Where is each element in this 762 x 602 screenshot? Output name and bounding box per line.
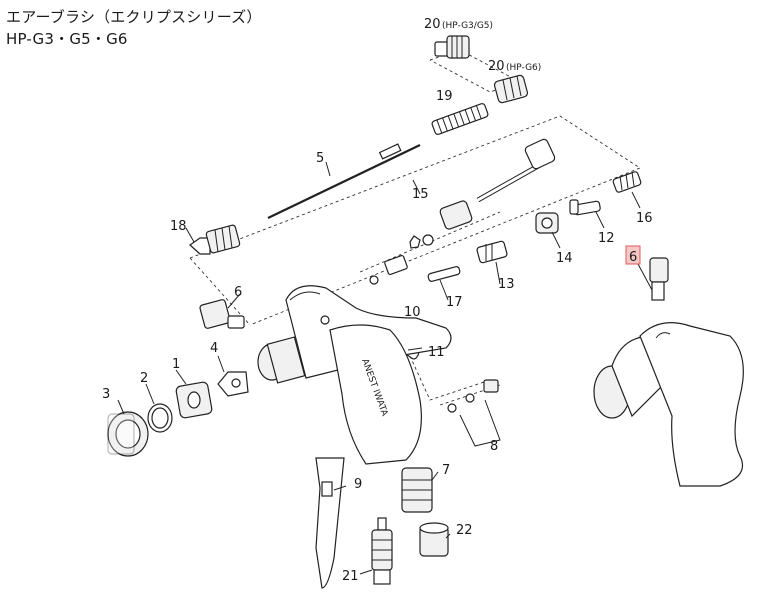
part-4-nozzle-seal — [217, 371, 249, 397]
part-15-needle-chucking-assembly — [369, 138, 556, 285]
callout-22: 22 — [456, 523, 473, 538]
callout-11: 11 — [428, 345, 445, 360]
part-6-fitting — [199, 299, 245, 329]
callout-1: 1 — [172, 357, 180, 372]
callout-17: 17 — [446, 295, 463, 310]
callout-18: 18 — [170, 219, 187, 234]
callout-4: 4 — [210, 341, 218, 356]
callout-20-a-note: (HP-G3/G5) — [442, 21, 493, 31]
part-7-connector — [401, 467, 433, 513]
part-18-nozzle — [189, 224, 241, 255]
callout-6: 6 — [234, 285, 242, 300]
callout-8: 8 — [490, 439, 498, 454]
part-19-spring — [431, 103, 489, 135]
callout-7: 7 — [442, 463, 450, 478]
part-13-air-valve — [476, 240, 508, 264]
part-9-trigger — [315, 457, 345, 589]
assembled-airbrush — [593, 257, 744, 487]
callout-20-a: 20 — [424, 17, 441, 32]
diagram-title: エアーブラシ（エクリプスシリーズ） — [6, 8, 262, 26]
part-16-spring — [612, 171, 642, 193]
callout-15: 15 — [412, 187, 429, 202]
callout-10: 10 — [404, 305, 421, 320]
part-1-nozzle-cap — [175, 381, 213, 419]
part-21-valve-screw — [371, 517, 393, 585]
callout-2: 2 — [140, 371, 148, 386]
callout-14: 14 — [556, 251, 573, 266]
part-8-adjuster-set — [447, 379, 501, 447]
model-subtitle: HP-G3・G5・G6 — [6, 30, 128, 48]
callouts: 20 (HP-G3/G5) 20 (HP-G6) 19 5 15 18 16 1… — [102, 17, 653, 584]
callout-16: 16 — [636, 211, 653, 226]
part-22-joint — [419, 522, 449, 557]
callout-6-highlight — [625, 245, 641, 265]
part-12-valve-rod — [569, 199, 601, 216]
part-20-hp-g6 — [493, 74, 529, 104]
callout-13: 13 — [498, 277, 515, 292]
airbrush-body-main: ANEST IWATA — [257, 285, 452, 465]
part-20-hp-g3-g5 — [434, 35, 470, 59]
callout-19: 19 — [436, 89, 453, 104]
part-17-pin — [427, 266, 461, 282]
part-3-head-cap — [107, 411, 149, 457]
callout-5: 5 — [316, 151, 324, 166]
callout-9: 9 — [354, 477, 362, 492]
callout-20-b-note: (HP-G6) — [506, 63, 541, 73]
part-2-o-ring — [147, 403, 173, 433]
part-5-needle — [267, 143, 421, 219]
callout-20-b: 20 — [488, 59, 505, 74]
leader-lines — [117, 161, 653, 575]
callout-21: 21 — [342, 569, 359, 584]
callout-6-assembled: 6 — [629, 250, 637, 265]
callout-3: 3 — [102, 387, 110, 402]
part-14-nut — [535, 212, 559, 234]
callout-12: 12 — [598, 231, 615, 246]
